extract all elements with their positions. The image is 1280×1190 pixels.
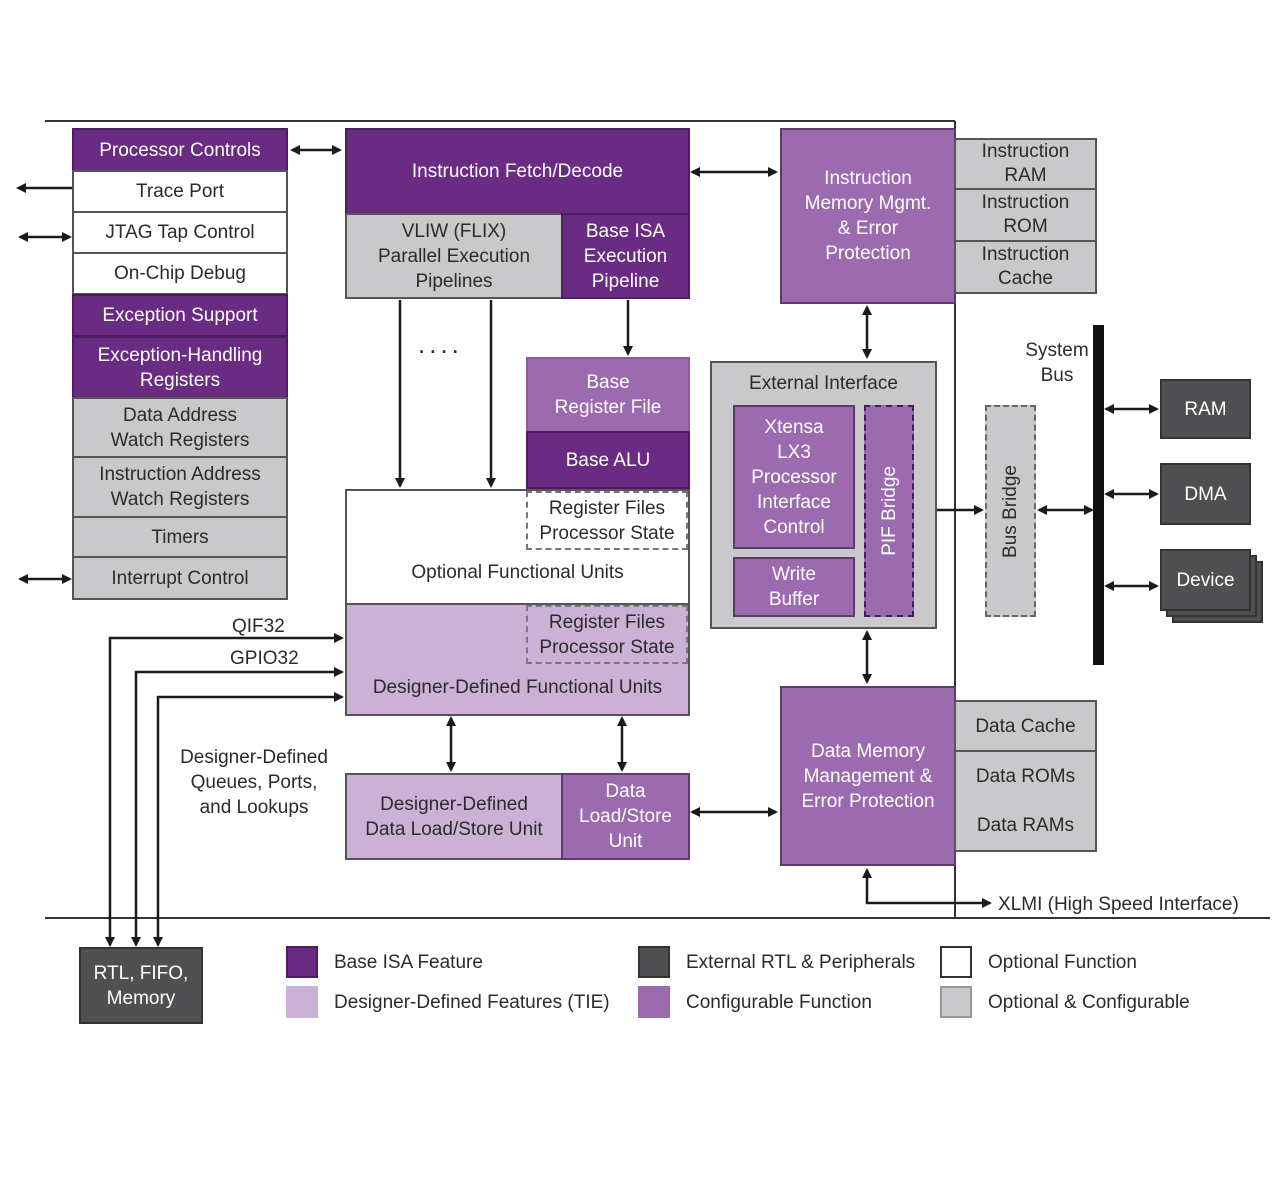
on-chip-debug: On-Chip Debug: [72, 252, 288, 295]
legend-label-base-isa: Base ISA Feature: [334, 952, 483, 973]
processor-controls: Processor Controls: [72, 128, 288, 172]
jtag-tap-control: JTAG Tap Control: [72, 211, 288, 254]
xtensa-lx3-processor-interface-control: Xtensa LX3 Processor Interface Control: [733, 405, 855, 549]
system-bus-bar: [1093, 325, 1104, 665]
legend-label-optional: Optional Function: [988, 952, 1137, 973]
exception-handling-registers: Exception-Handling Registers: [72, 336, 288, 399]
instruction-address-watch-registers: Instruction Address Watch Registers: [72, 456, 288, 518]
legend-swatch-configurable: [638, 986, 670, 1018]
lookups-arrow: [153, 692, 344, 947]
legend-label-external-rtl: External RTL & Peripherals: [686, 952, 916, 973]
qif32-label: QIF32: [232, 616, 285, 637]
device-peripheral: Device: [1160, 549, 1251, 611]
base-alu: Base ALU: [526, 431, 690, 489]
register-files-processor-state-designer: Register Files Processor State: [526, 605, 688, 664]
gpio32-label: GPIO32: [230, 648, 299, 669]
data-load-store-unit: Data Load/Store Unit: [561, 773, 690, 860]
qif32-arrow: [105, 633, 344, 947]
data-roms: Data ROMs: [975, 766, 1076, 787]
designer-defined-load-store-unit: Designer-Defined Data Load/Store Unit: [345, 773, 563, 860]
instruction-ram: Instruction RAM: [954, 138, 1097, 190]
instruction-memory-mgmt: Instruction Memory Mgmt. & Error Protect…: [780, 128, 956, 304]
dma-peripheral: DMA: [1160, 463, 1251, 525]
interrupt-control: Interrupt Control: [72, 556, 288, 600]
legend-swatch-external-rtl: [638, 946, 670, 978]
data-roms-rams: Data ROMs Data RAMs: [954, 750, 1097, 852]
rtl-fifo-memory: RTL, FIFO, Memory: [79, 947, 203, 1024]
ram-peripheral: RAM: [1160, 379, 1251, 439]
register-files-processor-state-optional: Register Files Processor State: [526, 491, 688, 550]
data-rams: Data RAMs: [976, 815, 1075, 836]
system-bus-label: System Bus: [1025, 340, 1089, 386]
xlmi-arrow: [862, 868, 992, 908]
instruction-fetch-decode: Instruction Fetch/Decode: [345, 128, 690, 215]
base-register-file: Base Register File: [526, 357, 690, 433]
data-memory-management: Data Memory Management & Error Protectio…: [780, 686, 956, 866]
trace-port: Trace Port: [72, 170, 288, 213]
legend-swatch-optional: [940, 946, 972, 978]
legend-swatch-base-isa: [286, 946, 318, 978]
legend-label-configurable: Configurable Function: [686, 992, 872, 1013]
write-buffer: Write Buffer: [733, 557, 855, 617]
exception-support: Exception Support: [72, 294, 288, 337]
timers: Timers: [72, 516, 288, 558]
ellipsis: ....: [418, 329, 463, 359]
designer-defined-queues-label: Designer-Defined Queues, Ports, and Look…: [180, 747, 328, 818]
vliw-flix-pipelines: VLIW (FLIX) Parallel Execution Pipelines: [345, 213, 563, 299]
base-isa-execution-pipeline: Base ISA Execution Pipeline: [561, 213, 690, 299]
gpio32-arrow: [131, 667, 344, 947]
bus-bridge: Bus Bridge: [985, 405, 1036, 617]
legend-swatch-optional-configurable: [940, 986, 972, 1018]
xlmi-label: XLMI (High Speed Interface): [998, 894, 1239, 915]
instruction-cache: Instruction Cache: [954, 240, 1097, 294]
pif-bridge: PIF Bridge: [864, 405, 914, 617]
data-address-watch-registers: Data Address Watch Registers: [72, 397, 288, 458]
legend-swatch-designer-defined: [286, 986, 318, 1018]
instruction-rom: Instruction ROM: [954, 188, 1097, 242]
legend-label-designer-defined: Designer-Defined Features (TIE): [334, 992, 610, 1013]
legend-label-optional-configurable: Optional & Configurable: [988, 992, 1190, 1013]
data-cache: Data Cache: [954, 700, 1097, 752]
